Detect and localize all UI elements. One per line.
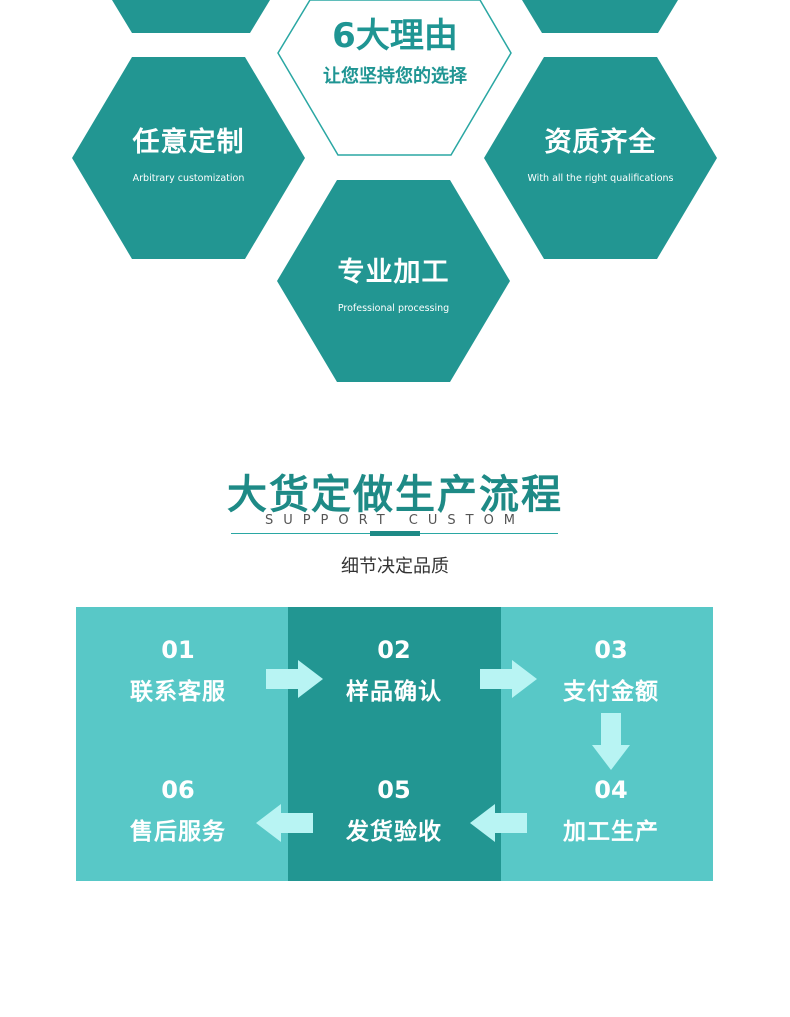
step-label: 支付金额 [563,679,659,705]
step-label: 联系客服 [130,679,226,705]
hex-bottom-content: 专业加工 Professional processing [277,250,510,314]
step-02: 02 样品确认 [288,636,500,706]
step-06: 06 售后服务 [72,776,284,846]
reasons-subtitle: 让您坚持您的选择 [323,66,467,87]
step-label: 售后服务 [130,819,226,845]
hex-right-content: 资质齐全 With all the right qualifications [484,120,717,184]
reasons-title: 6大理由 [332,16,458,56]
step-number: 05 [377,776,411,804]
arrow-left-icon [470,804,527,842]
hexagon-left [72,57,305,259]
arrow-down-icon [592,713,630,770]
step-label: 加工生产 [563,819,659,845]
step-number: 06 [161,776,195,804]
hexagon-bottom [277,180,510,382]
hex-left-content: 任意定制 Arbitrary customization [72,120,305,184]
step-01: 01 联系客服 [72,636,284,706]
hexagon-cluster [72,0,717,382]
hex-left-subtitle: Arbitrary customization [132,173,245,184]
step-label: 发货验收 [346,819,442,845]
process-panel-left [76,607,288,881]
hexagon-top-left [112,0,270,33]
step-number: 04 [594,776,628,804]
process-english-subtitle: SUPPORT CUSTOM [264,513,526,528]
arrow-right-icon [480,660,537,698]
hex-bottom-title: 专业加工 [337,257,450,288]
step-number: 01 [161,636,195,664]
arrow-right-icon [266,660,323,698]
step-03: 03 支付金额 [505,636,717,706]
hex-bottom-subtitle: Professional processing [337,303,450,314]
hex-right-title: 资质齐全 [544,127,657,158]
step-04: 04 加工生产 [505,776,717,846]
step-number: 03 [594,636,628,664]
process-title: 大货定做生产流程 [227,472,563,518]
process-description: 细节决定品质 [341,556,449,577]
title-underline-accent [370,531,420,536]
hexagon-right [484,57,717,259]
hex-left-title: 任意定制 [132,127,245,158]
step-number: 02 [377,636,411,664]
arrow-left-icon [256,804,313,842]
hexagon-center-outline [277,0,512,156]
hex-right-subtitle: With all the right qualifications [527,173,674,184]
step-label: 样品确认 [346,679,442,705]
hexagon-top-right [522,0,678,33]
process-panel-middle [288,607,501,881]
step-05: 05 发货验收 [288,776,500,846]
